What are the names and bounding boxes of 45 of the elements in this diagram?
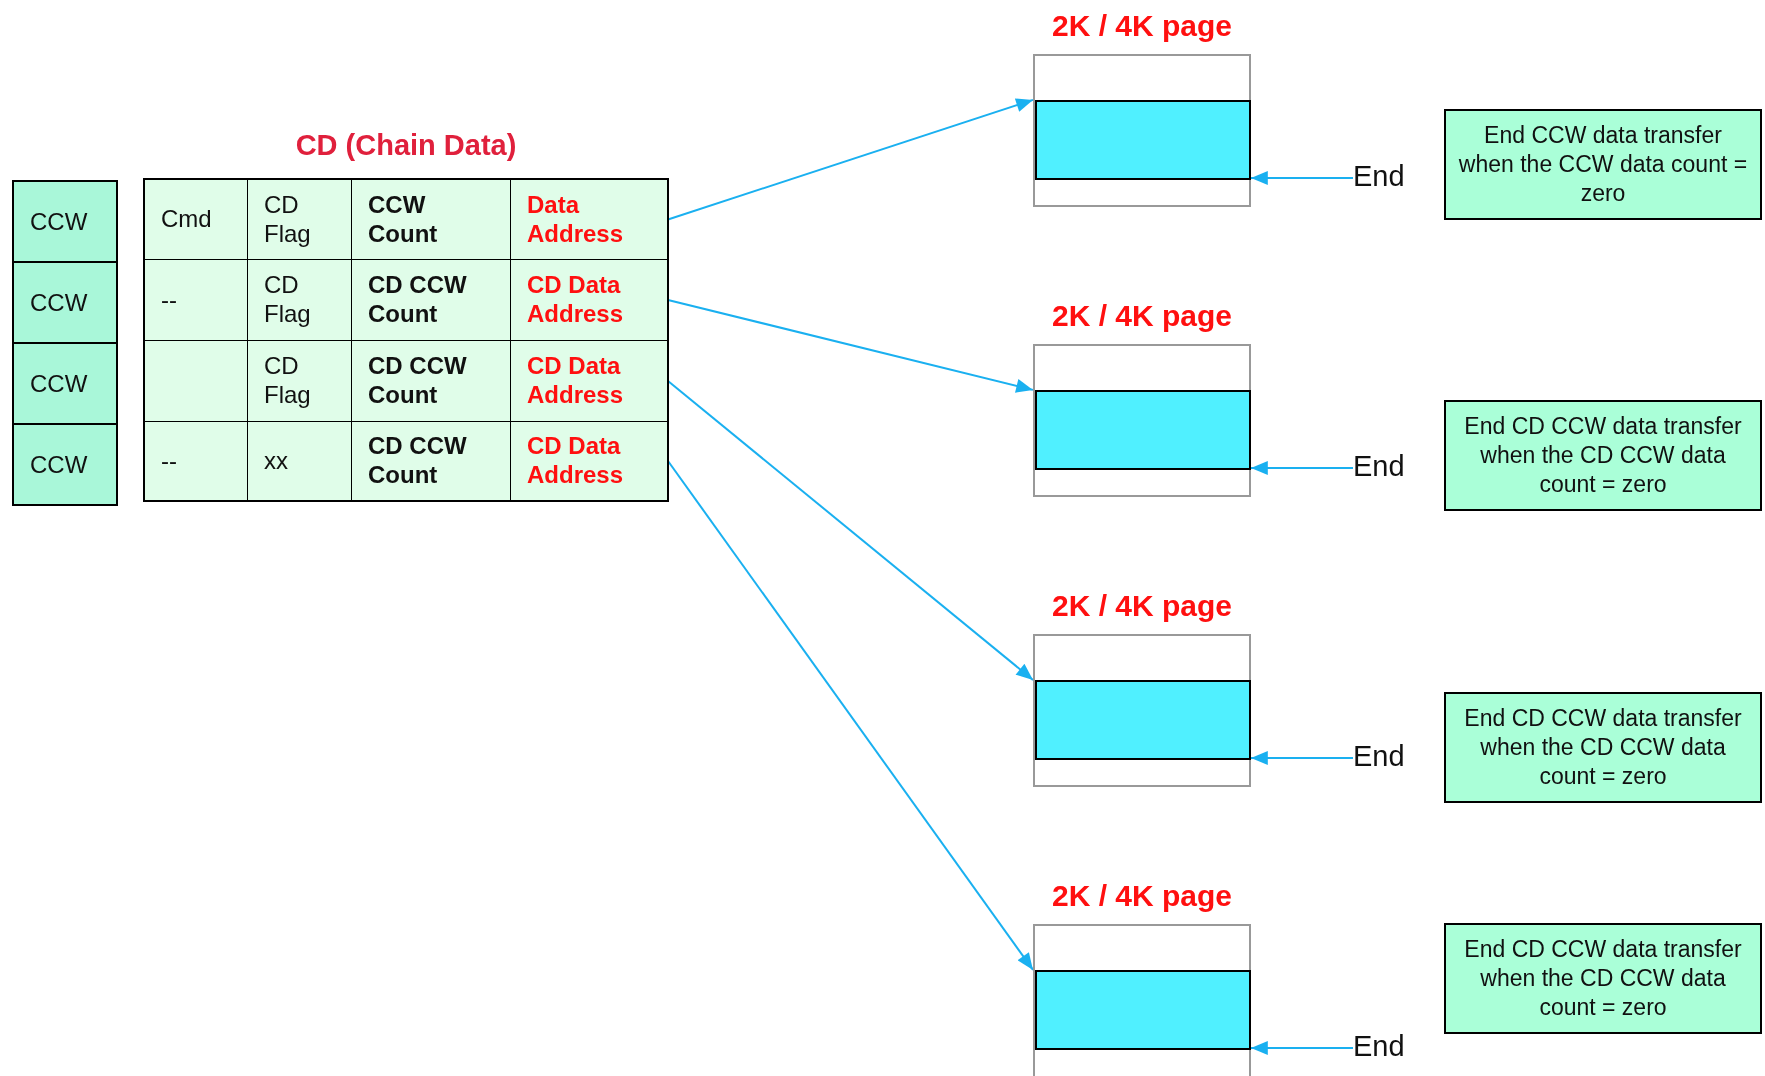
- note-box: End CCW data transfer when the CCW data count = zero: [1444, 109, 1762, 220]
- end-label: End: [1353, 1030, 1413, 1066]
- table-cell: CD Data Address: [510, 340, 668, 422]
- arrow: [1250, 461, 1354, 475]
- table-cell: CD Data Address: [510, 259, 668, 341]
- arrow: [667, 299, 1034, 393]
- table-cell: --: [144, 421, 248, 501]
- table-cell: CD CCW Count: [351, 340, 511, 422]
- arrow: [1250, 171, 1354, 185]
- table-cell: CD Flag: [247, 259, 352, 341]
- ccw-box: CCW: [12, 342, 118, 425]
- arrow: [667, 98, 1034, 221]
- table-cell: CD CCW Count: [351, 421, 511, 501]
- end-label: End: [1353, 160, 1413, 196]
- data-block: [1035, 100, 1251, 180]
- table-cell: CCW Count: [351, 179, 511, 260]
- end-label: End: [1353, 450, 1413, 486]
- table-cell: Cmd: [144, 179, 248, 260]
- data-block: [1035, 390, 1251, 470]
- table-cell: CD Flag: [247, 340, 352, 422]
- table-cell: --: [144, 259, 248, 341]
- page-heading: 2K / 4K page: [1050, 9, 1234, 43]
- table-cell: CD Data Address: [510, 421, 668, 501]
- page-heading: 2K / 4K page: [1050, 299, 1234, 333]
- table-cell: xx: [247, 421, 352, 501]
- table-cell: [144, 340, 248, 422]
- table-cell: CD CCW Count: [351, 259, 511, 341]
- note-box: End CD CCW data transfer when the CD CCW data count = zero: [1444, 692, 1762, 803]
- ccw-box: CCW: [12, 180, 118, 263]
- data-block: [1035, 970, 1251, 1050]
- arrow: [1250, 1041, 1354, 1055]
- note-box: End CD CCW data transfer when the CD CCW data count = zero: [1444, 923, 1762, 1034]
- page-heading: 2K / 4K page: [1050, 589, 1234, 623]
- arrow: [667, 460, 1034, 971]
- table-title: CD (Chain Data): [294, 129, 518, 162]
- arrow: [1250, 751, 1354, 765]
- table-cell: Data Address: [510, 179, 668, 260]
- table-cell: CD Flag: [247, 179, 352, 260]
- note-box: End CD CCW data transfer when the CD CCW data count = zero: [1444, 400, 1762, 511]
- page-heading: 2K / 4K page: [1050, 879, 1234, 913]
- arrow: [667, 380, 1034, 681]
- data-block: [1035, 680, 1251, 760]
- end-label: End: [1353, 740, 1413, 776]
- ccw-box: CCW: [12, 423, 118, 506]
- ccw-box: CCW: [12, 261, 118, 344]
